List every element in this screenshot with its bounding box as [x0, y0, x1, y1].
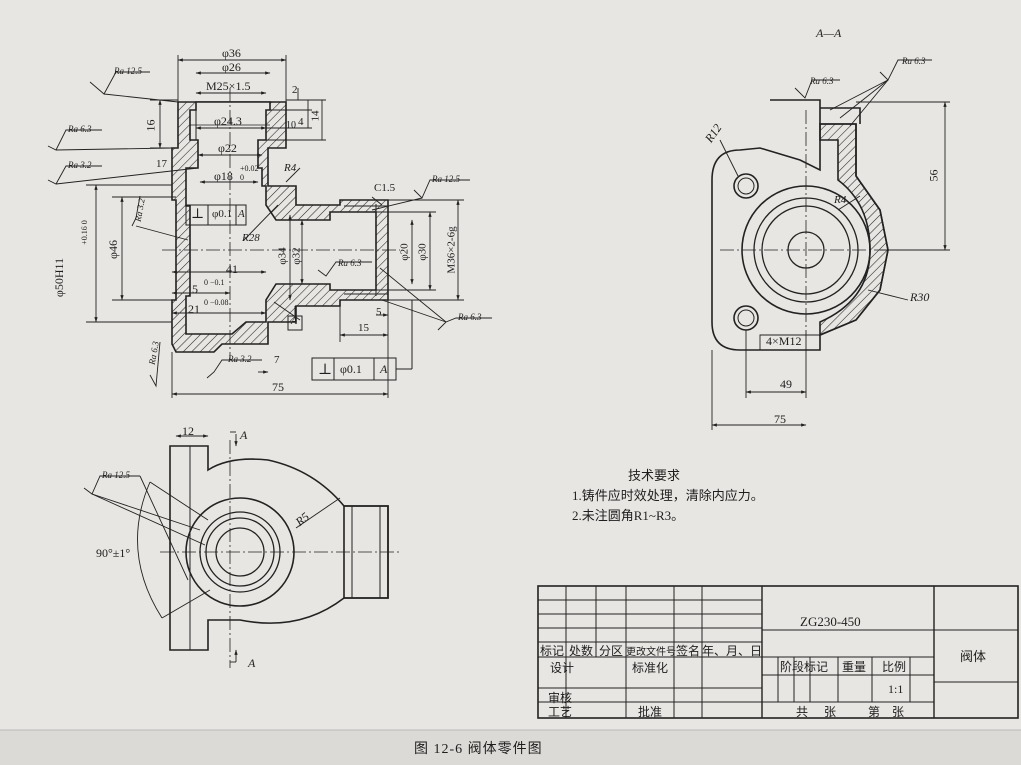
dim-5-tol: 0 −0.1 [204, 278, 225, 287]
tb-total: 共 [796, 705, 809, 719]
front-view [162, 88, 400, 360]
dim-d30: φ30 [416, 243, 429, 261]
dim-4: 4 [298, 116, 304, 128]
dim-75: 75 [272, 380, 284, 394]
dim-d18-tol: +0.02 0 [240, 164, 259, 182]
dim-r4: R4 [834, 194, 847, 206]
dim-m25: M25×1.5 [206, 79, 251, 93]
perp-datum: A [380, 362, 388, 376]
tech-requirements: 技术要求 1.铸件应时效处理，清除内应力。 2.未注圆角R1~R3。 [572, 466, 764, 526]
ra-label: Ra 3.2 [68, 160, 92, 170]
ra-label: Ra 6.3 [458, 312, 482, 322]
perp-tol: φ0.1 [212, 208, 233, 220]
bolt-hole-top [733, 173, 759, 199]
dim-d20: φ20 [398, 243, 411, 261]
tech-req-title: 技术要求 [628, 468, 681, 483]
cut-label-a: A [248, 656, 256, 670]
front-cavity [185, 101, 377, 335]
ra-label: Ra 3.2 [228, 354, 252, 364]
tb-scale-value: 1:1 [888, 682, 904, 696]
ra-label: Ra 12.5 [114, 66, 142, 76]
tb-sheets: 张 [824, 705, 837, 719]
figure-caption: 图 12-6 阀体零件图 [414, 742, 543, 757]
perp-symbol: ⊥ [318, 362, 333, 378]
dim-10: 10 [286, 120, 296, 131]
tb-review: 审核 [548, 691, 573, 705]
perp-tol: φ0.1 [340, 362, 362, 376]
dim-56: 56 [926, 169, 941, 182]
dim-r30: R30 [910, 290, 930, 304]
tb-header: 签名 [675, 644, 700, 658]
dim-d34: φ34 [276, 247, 289, 265]
dim-d36: φ36 [222, 46, 241, 60]
tb-stage: 阶段标记 [780, 660, 829, 674]
ra-label: Ra 12.5 [432, 174, 460, 184]
section-view [711, 99, 900, 351]
dim-m36: M36×2-6g [445, 226, 458, 274]
dim-49: 49 [780, 377, 792, 391]
dim-d50-tol: +0.16 0 [79, 220, 89, 245]
perp-datum: A [238, 208, 245, 220]
tb-design: 设计 [550, 661, 575, 675]
dim-c15: C1.5 [374, 182, 396, 194]
dim-21: 21 [188, 302, 200, 316]
ra-label: Ra 6.3 [810, 76, 834, 86]
dim-d22: φ22 [218, 141, 237, 155]
dim-r4: R4 [284, 162, 297, 174]
ra-label: Ra 6.3 [338, 258, 362, 268]
angle-label: 90°±1° [96, 546, 131, 560]
dim-7: 7 [274, 354, 280, 366]
cut-label-a: A [240, 428, 248, 442]
tb-header: 更改文件号 [626, 647, 676, 658]
dim-2: 2 [292, 84, 298, 96]
tb-weight: 重量 [842, 660, 867, 674]
dim-d26: φ26 [222, 60, 241, 74]
ra-label: Ra 12.5 [102, 470, 130, 480]
tb-header: 处数 [568, 644, 593, 658]
dim-d32: φ32 [290, 247, 303, 265]
dim-16: 16 [143, 119, 158, 132]
dim-5: 5 [192, 282, 198, 296]
title-block: 标记 处数 分区 更改文件号 签名 年、月、日 设计 标准化 审核 工艺 批准 … [538, 586, 1018, 719]
tb-header: 标记 [539, 644, 564, 658]
section-label: A—A [816, 26, 842, 40]
tb-header: 分区 [598, 644, 623, 658]
dim-75b: 75 [774, 412, 786, 426]
tb-material: ZG230-450 [800, 614, 861, 629]
tech-req-item: 1.铸件应时效处理，清除内应力。 [572, 488, 764, 503]
dim-d18: φ18 [214, 169, 233, 183]
perp-symbol: ⊥ [191, 207, 205, 222]
dim-12: 12 [182, 424, 194, 438]
tb-process: 工艺 [548, 705, 573, 719]
ra-label: Ra 6.3 [68, 124, 92, 134]
tb-header: 年、月、日 [702, 644, 763, 658]
tech-req-item: 2.未注圆角R1~R3。 [572, 508, 685, 523]
dim-15: 15 [358, 322, 369, 334]
dim-r28: R28 [242, 232, 260, 244]
dim-d46: φ46 [105, 240, 120, 259]
dim-17: 17 [156, 158, 167, 170]
dim-5b: 5 [376, 306, 382, 318]
dim-41: 41 [226, 262, 238, 276]
dim-21-tol: 0 −0.08 [204, 298, 229, 307]
tb-scale: 比例 [882, 660, 907, 674]
tb-page-sheets: 张 [892, 705, 905, 719]
tb-approve: 批准 [638, 705, 663, 719]
tb-part-name: 阀体 [960, 649, 987, 664]
dim-d50: φ50H11 [52, 257, 67, 298]
title-block-grid [537, 585, 1019, 719]
datum-a: A [291, 316, 298, 327]
dim-d243: φ24.3 [214, 114, 242, 128]
holes-label: 4×M12 [766, 334, 802, 348]
ra-label: Ra 6.3 [902, 56, 926, 66]
tb-page: 第 [868, 705, 881, 719]
dim-14: 14 [309, 110, 322, 122]
tb-standard: 标准化 [632, 661, 669, 675]
